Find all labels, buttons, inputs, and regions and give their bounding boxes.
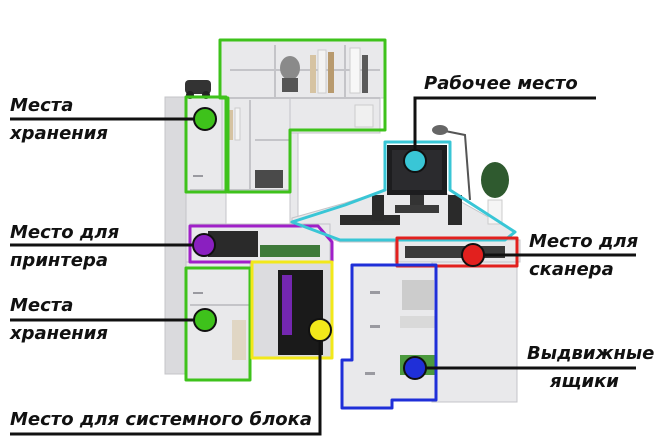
drawers-label-line2: ящики xyxy=(550,371,619,392)
books xyxy=(228,47,374,360)
scanner-marker xyxy=(461,243,485,267)
workstation-items xyxy=(340,125,509,225)
system-unit-zone-outline xyxy=(250,260,334,360)
scanner-label-line1: Место для xyxy=(529,231,639,252)
printer-marker xyxy=(192,233,216,257)
storage-lower-label-line1: Места xyxy=(10,295,74,316)
storage-upper-marker xyxy=(193,107,217,131)
system-unit-marker xyxy=(308,318,332,342)
storage-lower-marker xyxy=(193,308,217,332)
handles xyxy=(193,175,380,375)
drawers-label-line1: Выдвижные xyxy=(527,343,655,364)
storage-zone-left-outline xyxy=(184,95,228,194)
drawers-marker xyxy=(403,356,427,380)
storage-upper-label-line1: Места xyxy=(10,95,74,116)
workplace-leader xyxy=(413,96,596,150)
workplace-label: Рабочее место xyxy=(424,73,578,94)
printer-zone-outline xyxy=(188,224,334,264)
storage-upper-label-line2: хранения xyxy=(10,123,108,144)
printer-label-line1: Место для xyxy=(10,222,120,243)
scanner-zone-outline xyxy=(395,236,519,268)
workplace-marker xyxy=(403,149,427,173)
drawers-zone-outline xyxy=(340,263,438,410)
storage-zone-lower-outline xyxy=(184,266,252,382)
workplace-zone-outline xyxy=(290,140,517,242)
scanner-label-line2: сканера xyxy=(529,259,614,280)
system-unit-leader xyxy=(10,341,322,436)
shelf-details xyxy=(190,45,380,306)
storage-lower-label-line2: хранения xyxy=(10,323,108,344)
printer-label-line2: принтера xyxy=(10,250,109,271)
system-unit-label: Место для системного блока xyxy=(10,409,313,430)
